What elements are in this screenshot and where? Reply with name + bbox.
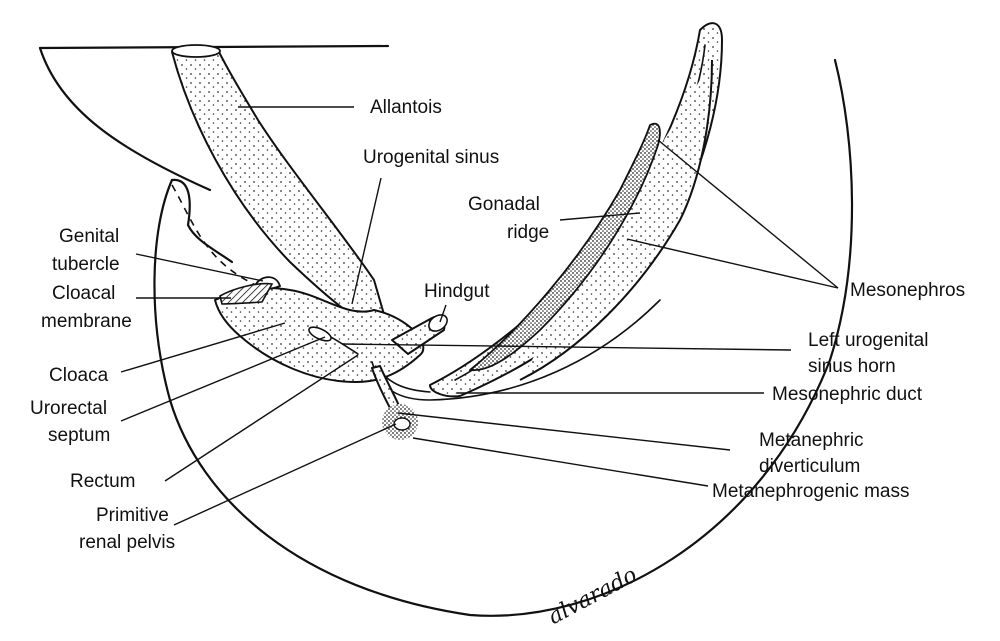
embryo-body (38, 44, 854, 617)
metanephrogenic-mass (382, 404, 418, 440)
label-urorectal-septum-line1: Urorectal (30, 398, 107, 419)
label-allantois: Allantois (370, 97, 442, 118)
label-primitive-renal-pelvis-line1: Primitive (96, 505, 169, 526)
gonadal-ridge (469, 122, 661, 372)
label-urogenital-sinus: Urogenital sinus (363, 147, 499, 168)
label-metanephrogenic-mass: Metanephrogenic mass (712, 481, 910, 502)
cloacal-membrane (219, 282, 274, 305)
label-metanephric-diverticulum-line1: Metanephric (759, 430, 864, 451)
label-gonadal-ridge-line1: Gonadal (468, 194, 540, 215)
cloaca (214, 287, 425, 383)
label-primitive-renal-pelvis-line2: renal pelvis (79, 532, 175, 553)
label-mesonephric-duct: Mesonephric duct (772, 384, 923, 405)
leader-lines (120, 106, 839, 526)
label-genital-tubercle-line1: Genital (59, 226, 119, 247)
label-mesonephros: Mesonephros (850, 280, 965, 301)
artist-signature: alvarado (544, 563, 641, 630)
label-cloacal-membrane-line1: Cloacal (52, 283, 115, 304)
label-hindgut: Hindgut (424, 281, 490, 302)
label-cloaca: Cloaca (49, 365, 109, 386)
label-genital-tubercle-line2: tubercle (52, 254, 120, 275)
label-rectum: Rectum (70, 471, 135, 492)
labels: Allantois Urogenital sinus Gonadal ridge… (30, 97, 965, 553)
label-urorectal-septum-line2: septum (48, 425, 110, 446)
label-metanephric-diverticulum-line2: diverticulum (759, 456, 860, 477)
label-left-urogenital-sinus-horn-line1: Left urogenital (808, 330, 928, 351)
label-left-urogenital-sinus-horn-line2: sinus horn (808, 356, 896, 377)
label-gonadal-ridge-line2: ridge (507, 222, 549, 243)
label-cloacal-membrane-line2: membrane (41, 311, 132, 332)
allantois (171, 44, 391, 336)
